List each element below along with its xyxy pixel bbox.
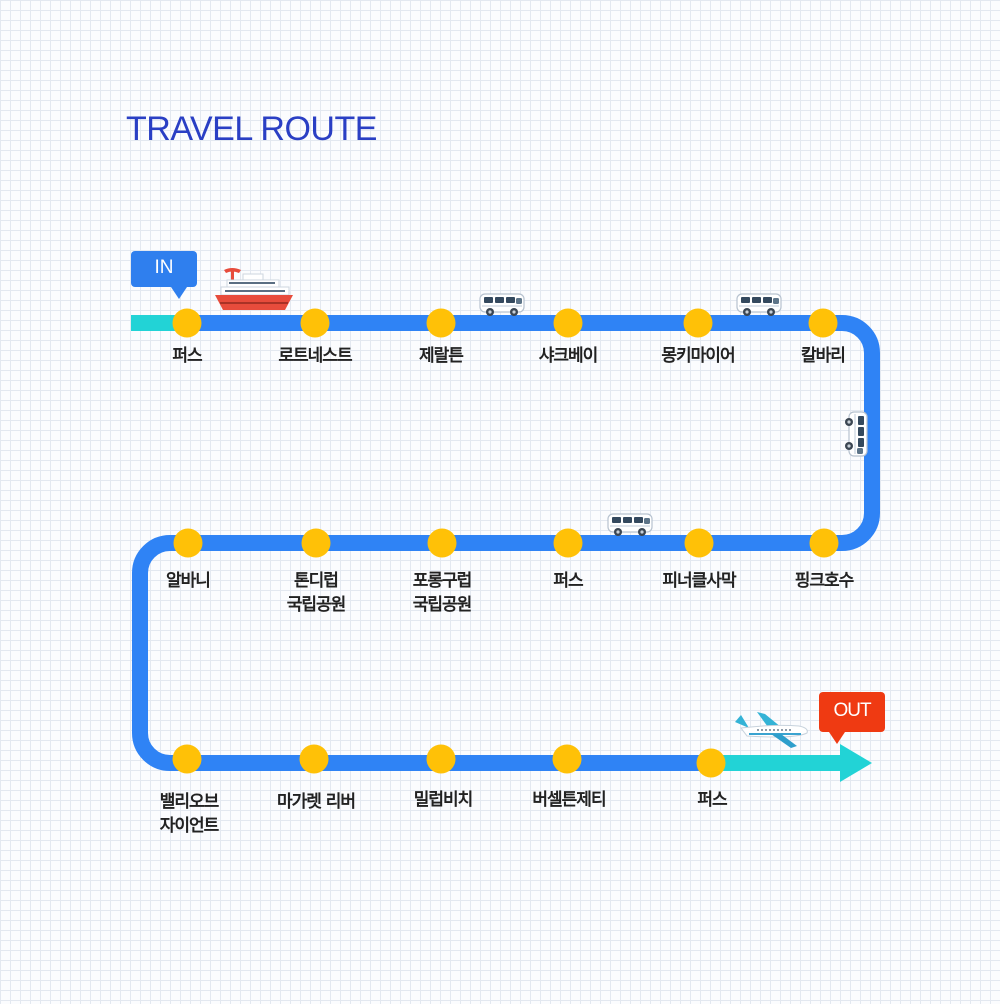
stop-label: 톤디럽 국립공원 [286,571,347,615]
stop-label: 몽키마이어 [661,346,735,366]
stop-label: 퍼스 [553,571,583,591]
stop-marker [696,748,726,778]
stop-marker [300,308,330,338]
van-icon [607,513,653,537]
stop-marker [299,744,329,774]
in-badge: IN [131,251,197,299]
stop-label: 로트네스트 [278,346,352,366]
stop-label: 포롱구럽 국립공원 [412,571,473,615]
cruise-ship-icon [215,268,293,310]
stop-label: 피너클사막 [662,571,736,591]
van-icon [479,293,525,317]
stop-label: 퍼스 [697,790,727,810]
stop-label: 핑크호수 [794,571,855,591]
stop-marker [172,308,202,338]
stop-label: 샤크베이 [538,346,599,366]
page-title: TRAVEL ROUTE [126,110,377,148]
stop-marker [172,744,202,774]
stop-marker [426,308,456,338]
stop-label: 퍼스 [172,346,202,366]
stop-label: 알바니 [166,571,211,591]
stop-markers [172,308,839,778]
stop-marker [173,528,203,558]
route-exit-arrow [840,744,872,782]
stop-marker [301,528,331,558]
stop-marker [553,308,583,338]
stop-marker [684,528,714,558]
airplane-icon [735,712,808,748]
stop-label: 제랄튼 [419,346,464,366]
stop-marker [683,308,713,338]
stop-label: 마가렛 리버 [276,792,356,812]
stop-label: 밀럽비치 [413,790,474,810]
out-badge: OUT [819,692,885,744]
van-icon [844,411,868,457]
route-line [132,315,880,771]
van-icon [736,293,782,317]
stop-marker [426,744,456,774]
stop-marker [427,528,457,558]
stop-label: 밸리오브 자이언트 [159,792,220,836]
stop-label: 칼바리 [801,346,846,366]
stop-marker [809,528,839,558]
stop-marker [553,528,583,558]
stop-label: 버셀튼제티 [532,790,606,810]
stop-marker [552,744,582,774]
stop-marker [808,308,838,338]
